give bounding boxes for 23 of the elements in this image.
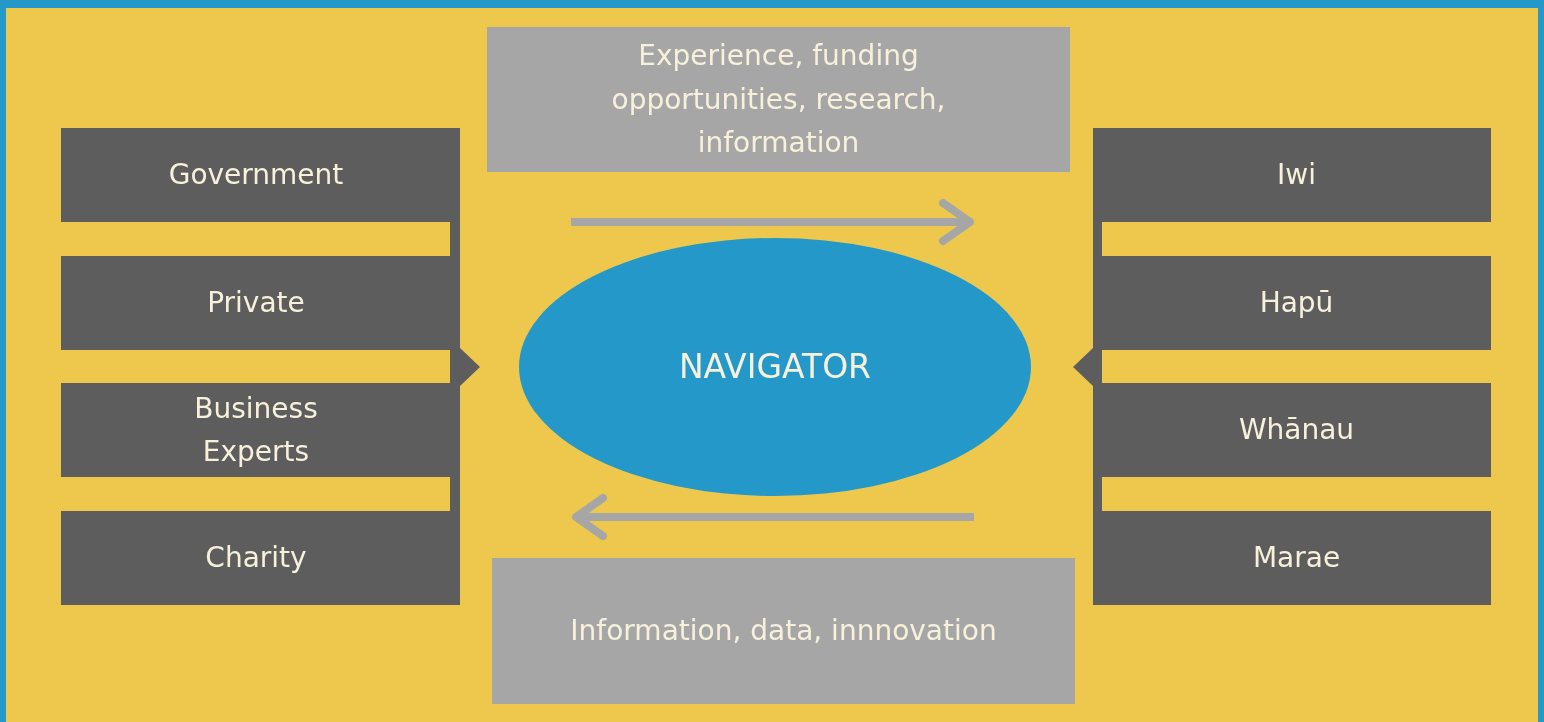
navigator-label: NAVIGATOR bbox=[678, 346, 872, 389]
box-label: Marae bbox=[1252, 540, 1341, 577]
box-label: Business Experts bbox=[193, 390, 319, 470]
category-box bbox=[61, 383, 451, 477]
category-box bbox=[1102, 511, 1491, 605]
info-box bbox=[487, 27, 1070, 172]
right-bracket bbox=[1073, 128, 1102, 605]
info-box bbox=[492, 558, 1075, 704]
box-label: Information, data, innnovation bbox=[570, 613, 997, 650]
category-box bbox=[61, 256, 451, 350]
category-box bbox=[1102, 128, 1491, 222]
category-box bbox=[61, 128, 451, 222]
box-label: Experience, funding opportunities, research, information bbox=[610, 38, 947, 162]
box-label: Charity bbox=[205, 540, 307, 577]
category-box bbox=[61, 511, 451, 605]
category-box bbox=[1102, 383, 1491, 477]
left-bracket bbox=[450, 128, 480, 605]
box-label: Private bbox=[207, 285, 305, 322]
category-box bbox=[1102, 256, 1491, 350]
box-label: Iwi bbox=[1277, 157, 1316, 194]
box-label: Government bbox=[168, 157, 344, 194]
box-label: Whānau bbox=[1238, 412, 1355, 449]
box-label: Hapū bbox=[1259, 285, 1334, 322]
